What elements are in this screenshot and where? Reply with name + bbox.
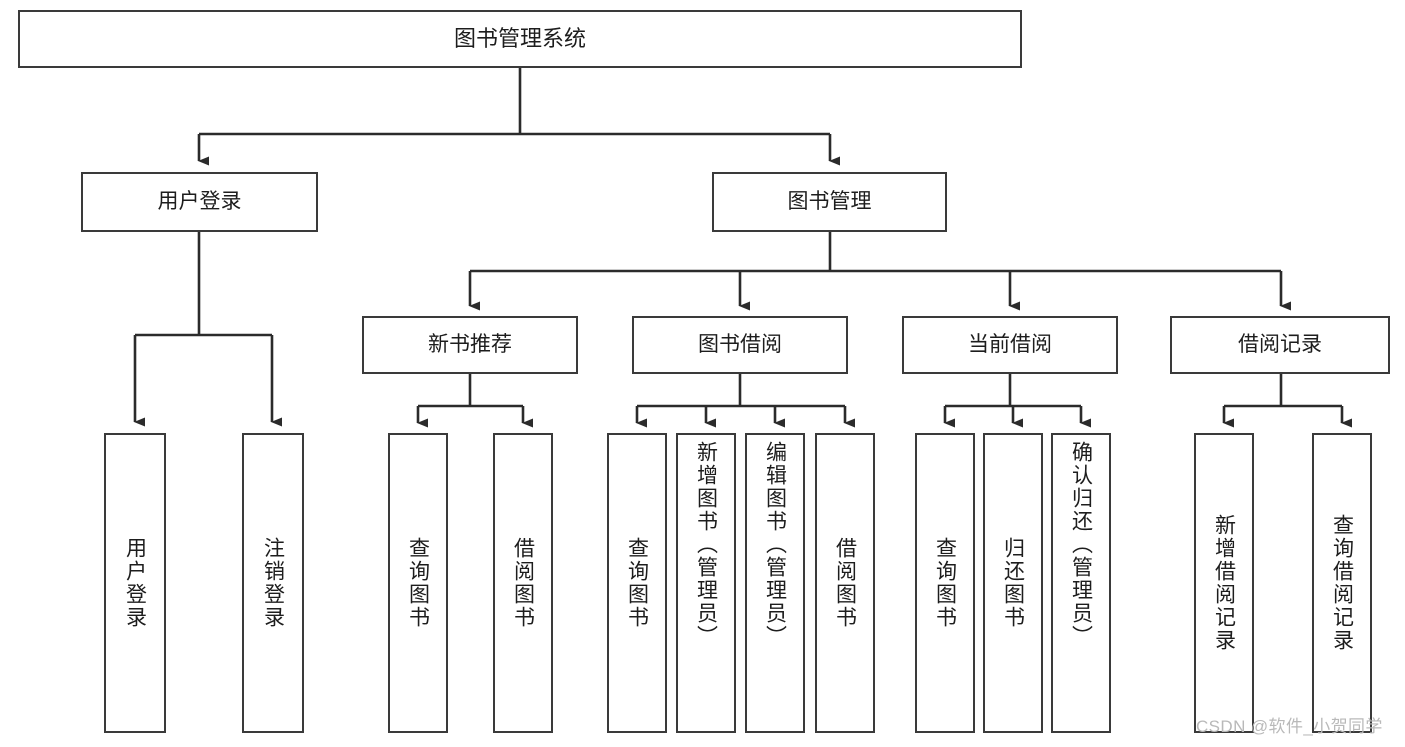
leaf-current-query-book[interactable]: 查询图书 bbox=[915, 433, 975, 733]
node-label: 新书推荐 bbox=[428, 332, 512, 356]
node-label: 用户登录 bbox=[123, 537, 147, 629]
node-label: 查询图书 bbox=[625, 537, 649, 629]
node-label: 注销登录 bbox=[261, 537, 285, 629]
watermark-text: CSDN @软件_小贺同学 bbox=[1196, 717, 1383, 736]
node-label: 当前借阅 bbox=[968, 332, 1052, 356]
leaf-record-query-record[interactable]: 查询借阅记录 bbox=[1312, 433, 1372, 733]
leaf-current-confirm-return-admin[interactable]: 确认归还（管理员） bbox=[1051, 433, 1111, 733]
leaf-user-login-signout[interactable]: 注销登录 bbox=[242, 433, 304, 733]
leaf-user-login-signin[interactable]: 用户登录 bbox=[104, 433, 166, 733]
node-label: 新增借阅记录 bbox=[1212, 514, 1236, 652]
node-new-book-recommend[interactable]: 新书推荐 bbox=[362, 316, 578, 374]
leaf-current-return-book[interactable]: 归还图书 bbox=[983, 433, 1043, 733]
leaf-borrow-edit-book-admin[interactable]: 编辑图书（管理员） bbox=[745, 433, 805, 733]
node-book-borrow[interactable]: 图书借阅 bbox=[632, 316, 848, 374]
node-label: 查询借阅记录 bbox=[1330, 514, 1354, 652]
node-borrow-record[interactable]: 借阅记录 bbox=[1170, 316, 1390, 374]
node-root-system[interactable]: 图书管理系统 bbox=[18, 10, 1022, 68]
leaf-borrow-query-book[interactable]: 查询图书 bbox=[607, 433, 667, 733]
node-label: 编辑图书（管理员） bbox=[763, 441, 787, 648]
node-label: 图书管理系统 bbox=[453, 26, 586, 52]
leaf-record-add-record[interactable]: 新增借阅记录 bbox=[1194, 433, 1254, 733]
node-label: 查询图书 bbox=[933, 537, 957, 629]
node-book-management[interactable]: 图书管理 bbox=[712, 172, 947, 232]
leaf-recommend-borrow-book[interactable]: 借阅图书 bbox=[493, 433, 553, 733]
node-label: 借阅图书 bbox=[511, 537, 535, 629]
node-current-borrow[interactable]: 当前借阅 bbox=[902, 316, 1118, 374]
node-label: 归还图书 bbox=[1001, 537, 1025, 629]
node-label: 用户登录 bbox=[157, 189, 242, 213]
node-user-login[interactable]: 用户登录 bbox=[81, 172, 318, 232]
node-label: 查询图书 bbox=[406, 537, 430, 629]
node-label: 确认归还（管理员） bbox=[1069, 441, 1093, 648]
node-label: 借阅记录 bbox=[1238, 332, 1322, 356]
leaf-borrow-add-book-admin[interactable]: 新增图书（管理员） bbox=[676, 433, 736, 733]
node-label: 借阅图书 bbox=[833, 537, 857, 629]
leaf-borrow-borrow-book[interactable]: 借阅图书 bbox=[815, 433, 875, 733]
node-label: 图书借阅 bbox=[698, 332, 782, 356]
node-label: 图书管理 bbox=[787, 189, 872, 213]
node-label: 新增图书（管理员） bbox=[694, 441, 718, 648]
leaf-recommend-query-book[interactable]: 查询图书 bbox=[388, 433, 448, 733]
